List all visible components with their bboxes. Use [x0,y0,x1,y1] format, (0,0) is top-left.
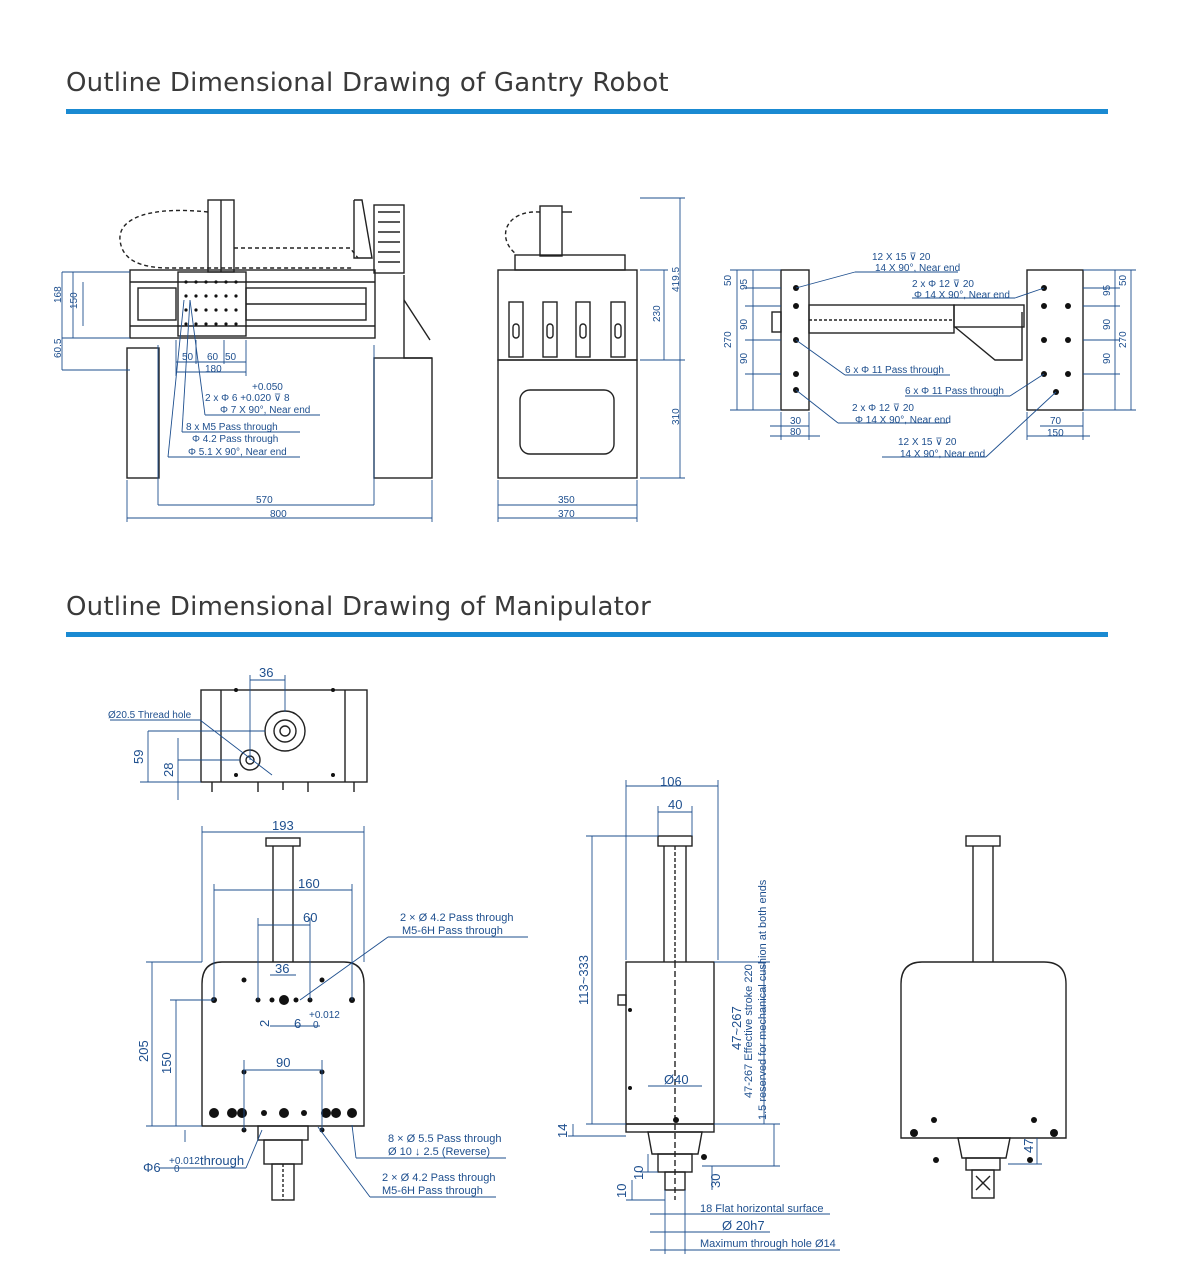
dim-60-5: 60.5 [53,338,64,358]
gantry-side-view: 419.5 230 310 350 370 [497,197,685,522]
plate-note-f2: 14 X 90°, Near end [900,449,985,460]
side-dim-30: 30 [708,1174,723,1188]
top-thread-note: Ø20.5 Thread hole [108,710,192,721]
note-tol-upper: +0.050 [252,382,283,393]
dim-570: 570 [256,495,273,506]
manipulator-back-view: 47 [900,835,1067,1199]
plate-r-dim-50: 50 [1118,274,1129,286]
side-stroke-note: 47-267 Effective stroke 220 [743,964,755,1098]
front-note-1b: M5-6H Pass through [402,925,503,937]
plate-dim-95: 95 [739,278,750,290]
side-phi40: Ø40 [664,1072,689,1087]
side-dim-10-a: 10 [631,1166,646,1180]
plate-note-d1: 6 x Φ 11 Pass through [905,386,1004,397]
front-note-1a: 2 × Ø 4.2 Pass through [400,912,513,924]
front-dim-36: 36 [275,961,289,976]
side-phi20: Ø 20h7 [722,1218,765,1233]
gantry-title-rule [66,109,1108,114]
plate-note-e1: 2 x Φ 12 ⊽ 20 [852,403,914,414]
front-note-2b: Ø 10 ↓ 2.5 (Reverse) [388,1146,490,1158]
front-tol: +0.012 [309,1010,340,1021]
side-flat-note: 18 Flat horizontal surface [700,1203,824,1215]
side-dim-40: 40 [668,797,682,812]
top-dim-59: 59 [131,750,146,764]
front-dim-193: 193 [272,818,294,833]
front-phi6: Φ6 [143,1160,161,1175]
manipulator-title-rule [66,632,1108,637]
dim-180: 180 [205,364,222,375]
dim-310: 310 [671,408,682,425]
front-dim-2: 2 [257,1020,272,1027]
plate-dim-50: 50 [723,274,734,286]
dim-419-5: 419.5 [671,267,682,292]
front-dim-150: 150 [159,1052,174,1074]
note-m5-phi: Φ 4.2 Pass through [192,434,278,445]
plate-r-dim-95: 95 [1102,284,1113,296]
plate-note-e2: Φ 14 X 90°, Near end [855,415,951,426]
plate-r-dim-90-a: 90 [1102,318,1113,330]
front-dim-60: 60 [303,910,317,925]
gantry-plates-view: 50 95 90 270 90 30 80 50 95 90 270 90 70… [723,252,1136,460]
dim-168: 168 [53,286,64,303]
plate-note-a1: 12 X 15 ⊽ 20 [872,252,931,263]
top-dim-36: 36 [259,665,273,680]
note-dowel-chamfer: Φ 7 X 90°, Near end [220,405,310,416]
dim-50-a: 50 [182,352,194,363]
front-note-3a: 2 × Ø 4.2 Pass through [382,1172,495,1184]
front-dim-90: 90 [276,1055,290,1070]
plate-note-f1: 12 X 15 ⊽ 20 [898,437,957,448]
side-dim-14: 14 [555,1124,570,1138]
dim-60: 60 [207,352,219,363]
side-cushion-note: 1.5 reserved for mechanical cushion at b… [757,879,769,1120]
plate-dim-30: 30 [790,416,802,427]
front-tol-b: +0.012 [169,1156,200,1167]
dim-370: 370 [558,509,575,520]
plate-note-c1: 6 x Φ 11 Pass through [845,365,944,376]
dim-350: 350 [558,495,575,506]
back-dim-47: 47 [1021,1139,1036,1153]
front-tol-0: 0 [313,1020,319,1031]
plate-dim-270: 270 [723,331,734,348]
plate-dim-80: 80 [790,427,802,438]
side-dim-113-333: 113~333 [576,955,591,1005]
plate-note-a2: 14 X 90°, Near end [875,263,960,274]
dim-50-b: 50 [225,352,237,363]
front-through: through [200,1153,244,1168]
dim-230: 230 [652,305,663,322]
plate-dim-70: 70 [1050,416,1062,427]
gantry-front-view: 168 150 60.5 50 60 50 180 570 800 +0.050… [53,199,433,522]
front-dim-205: 205 [136,1040,151,1062]
side-dim-47-267: 47~267 [729,1006,744,1050]
plate-note-b2: Φ 14 X 90°, Near end [914,290,1010,301]
plate-r-dim-270: 270 [1118,331,1129,348]
manipulator-front-view: 193 160 60 36 2 6 +0.012 0 205 150 90 Φ6… [136,818,528,1201]
plate-dim-150: 150 [1047,428,1064,439]
manipulator-side-view: 106 40 113~333 47~267 47-267 Effective s… [555,774,840,1254]
front-note-2a: 8 × Ø 5.5 Pass through [388,1133,501,1145]
plate-note-b1: 2 x Φ 12 ⊽ 20 [912,279,974,290]
plate-dim-90-b: 90 [739,352,750,364]
manipulator-top-view: 36 Ø20.5 Thread hole 59 28 [108,665,368,800]
top-dim-28: 28 [161,763,176,777]
gantry-section-title: Outline Dimensional Drawing of Gantry Ro… [66,68,669,98]
front-tol-b-0: 0 [174,1164,180,1175]
side-dim-10-b: 10 [614,1184,629,1198]
dim-800: 800 [270,509,287,520]
side-maxhole-note: Maximum through hole Ø14 [700,1238,836,1250]
side-dim-106: 106 [660,774,682,789]
front-note-3b: M5-6H Pass through [382,1185,483,1197]
front-dim-6: 6 [294,1016,301,1031]
front-dim-160: 160 [298,876,320,891]
note-m5-holes: 8 x M5 Pass through [186,422,278,433]
plate-r-dim-90-b: 90 [1102,352,1113,364]
note-m5-chamfer: Φ 5.1 X 90°, Near end [188,447,287,458]
dim-150: 150 [69,292,80,309]
plate-dim-90-a: 90 [739,318,750,330]
manipulator-section-title: Outline Dimensional Drawing of Manipulat… [66,592,652,622]
note-dowel-holes: 2 x Φ 6 +0.020 ⊽ 8 [205,393,290,404]
